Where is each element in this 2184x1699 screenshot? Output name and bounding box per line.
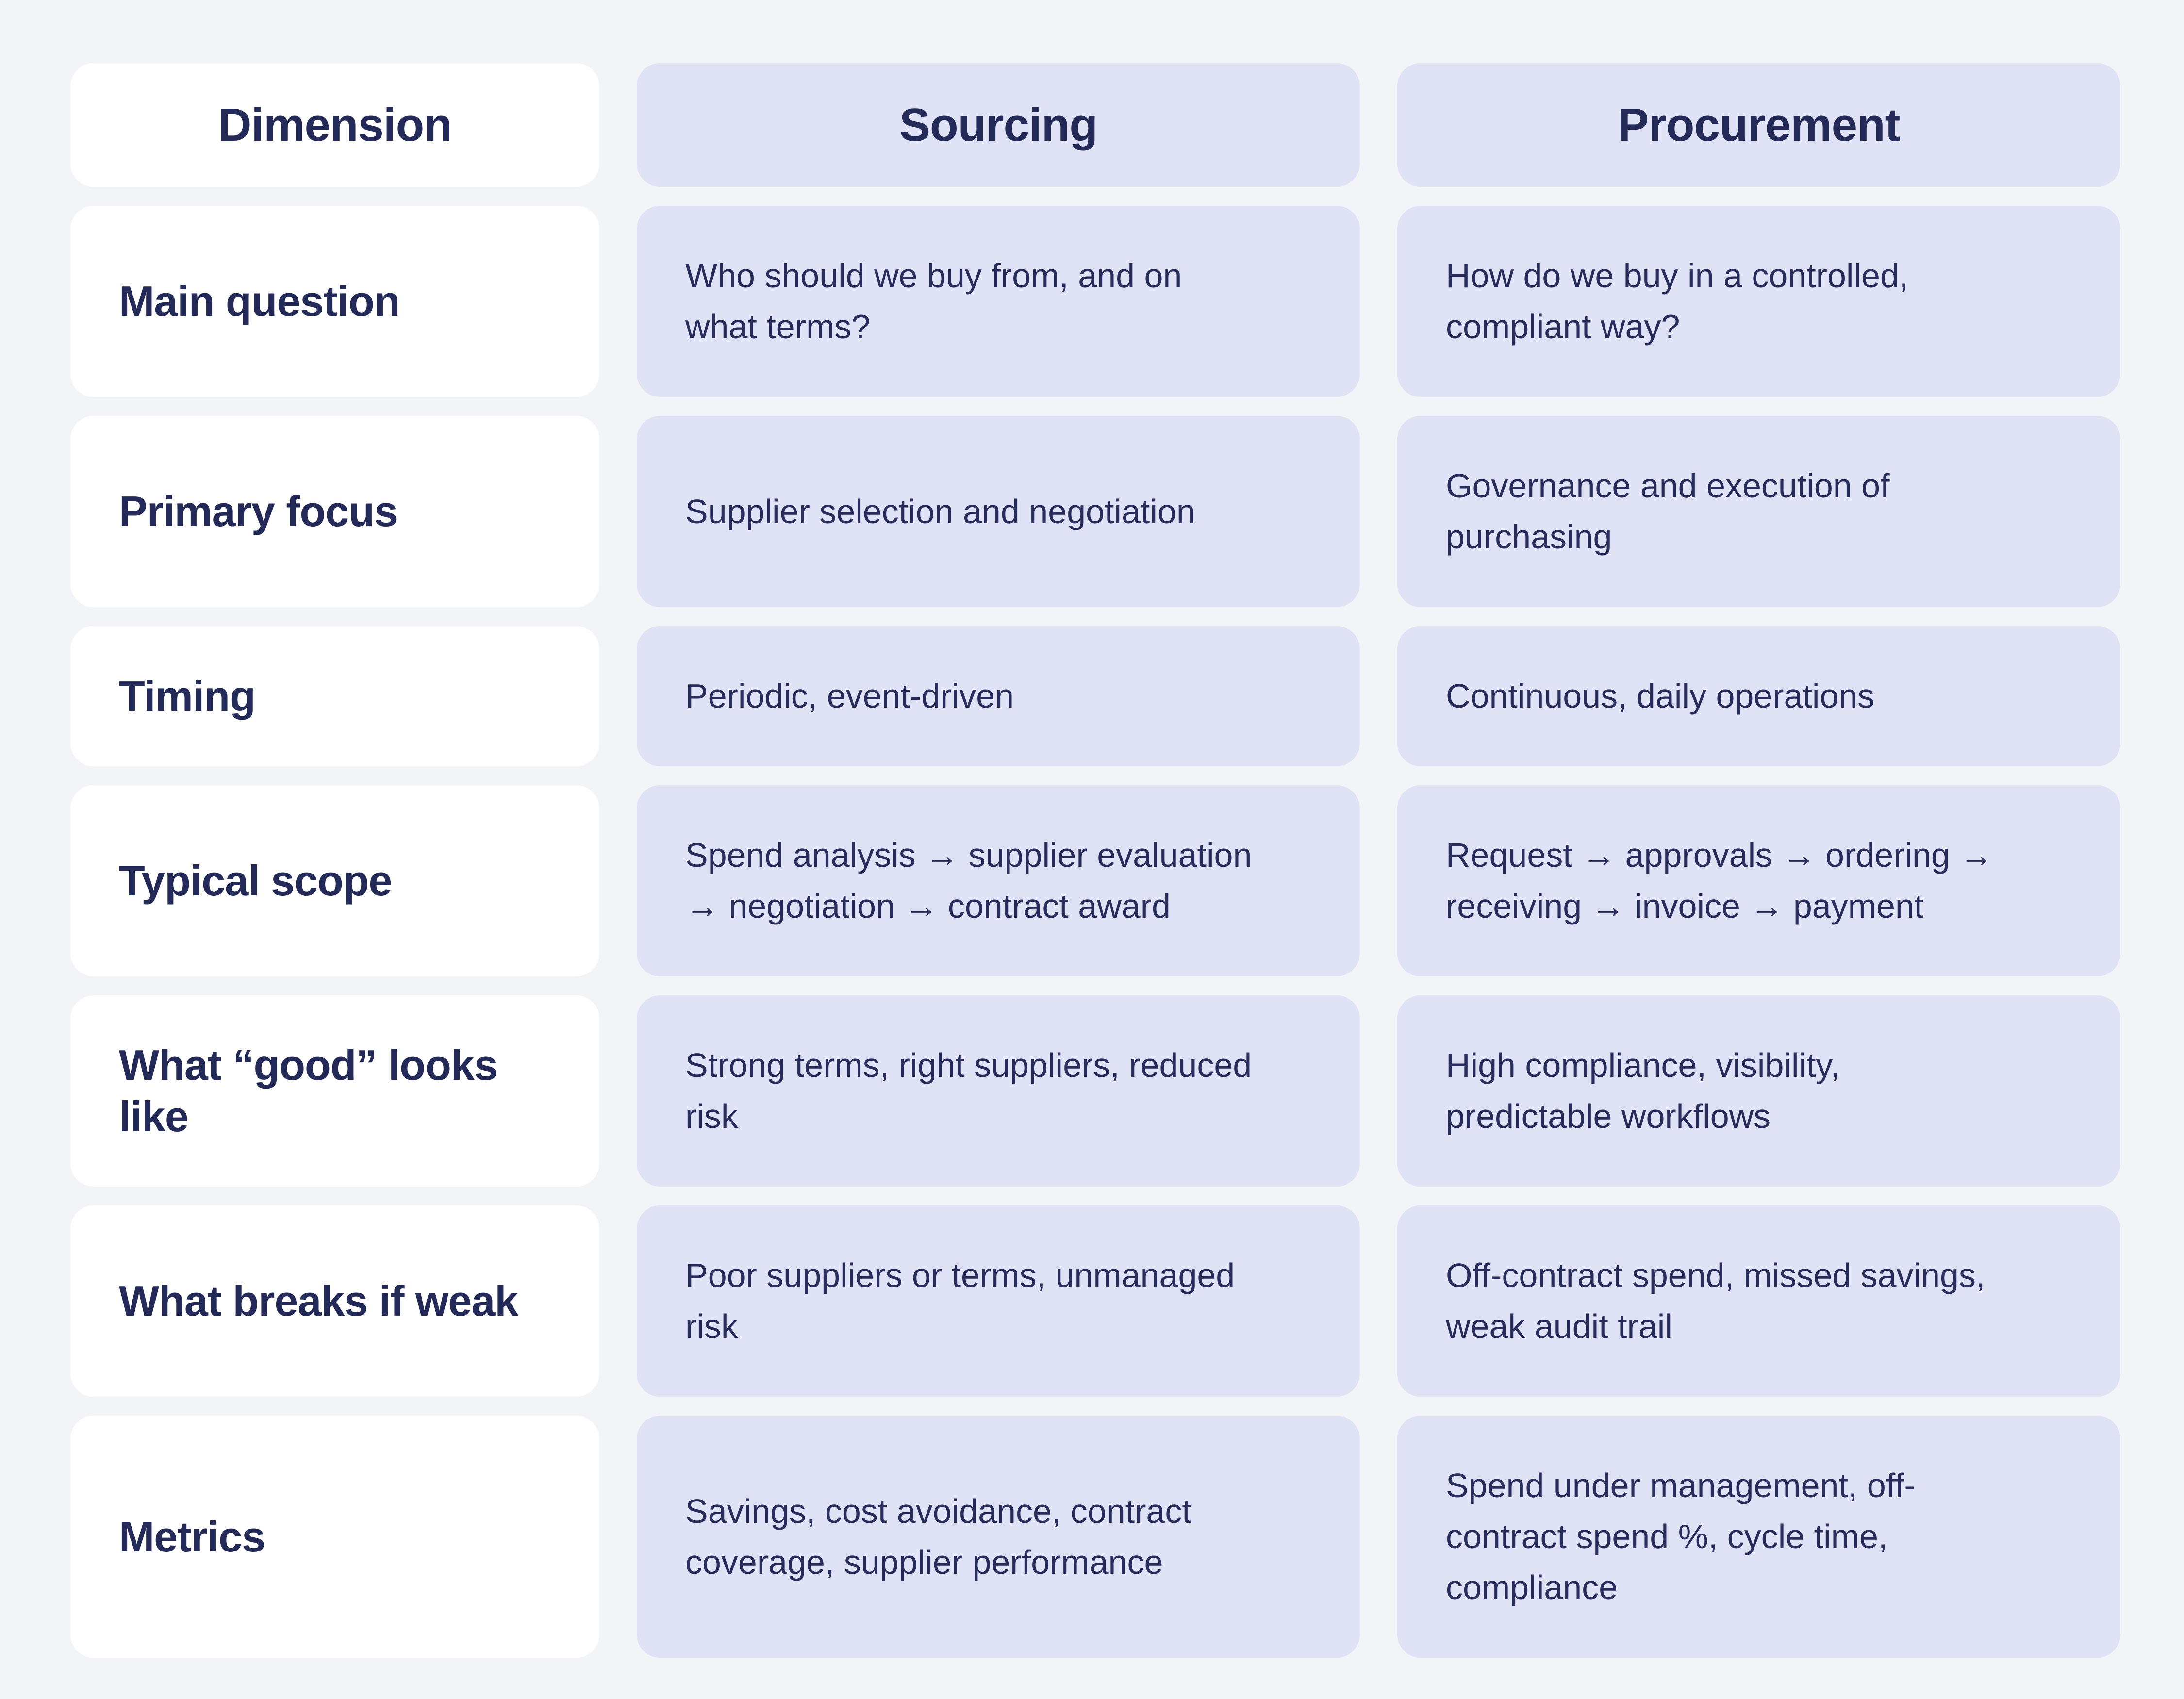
column-header-dimension-label: Dimension	[218, 99, 452, 151]
row-timing-dimension: Timing	[70, 626, 599, 766]
row-typical-scope-procurement: Request → approvals → ordering → receivi…	[1397, 785, 2120, 976]
row-main-question-dimension: Main question	[70, 206, 599, 397]
row-metrics-dimension: Metrics	[70, 1416, 599, 1658]
row-timing-sourcing: Periodic, event-driven	[637, 626, 1360, 766]
row-metrics-sourcing: Savings, cost avoidance, contract covera…	[637, 1416, 1360, 1658]
row-what-breaks-if-weak-sourcing: Poor suppliers or terms, unmanaged risk	[637, 1205, 1360, 1397]
column-header-sourcing: Sourcing	[637, 63, 1360, 187]
row-what-breaks-if-weak-procurement: Off-contract spend, missed savings, weak…	[1397, 1205, 2120, 1397]
column-header-sourcing-label: Sourcing	[899, 99, 1098, 151]
row-what-good-looks-like-procurement: High compliance, visibility, predictable…	[1397, 995, 2120, 1187]
column-header-procurement-label: Procurement	[1618, 99, 1900, 151]
row-metrics-procurement: Spend under management, off- contract sp…	[1397, 1416, 2120, 1658]
row-primary-focus-procurement: Governance and execution of purchasing	[1397, 416, 2120, 607]
row-timing-procurement: Continuous, daily operations	[1397, 626, 2120, 766]
row-typical-scope-sourcing: Spend analysis → supplier evaluation → n…	[637, 785, 1360, 976]
row-main-question-procurement: How do we buy in a controlled, compliant…	[1397, 206, 2120, 397]
row-typical-scope-dimension: Typical scope	[70, 785, 599, 976]
column-header-procurement: Procurement	[1397, 63, 2120, 187]
row-what-good-looks-like-dimension: What “good” looks like	[70, 995, 599, 1187]
row-primary-focus-sourcing: Supplier selection and negotiation	[637, 416, 1360, 607]
row-primary-focus-dimension: Primary focus	[70, 416, 599, 607]
row-what-breaks-if-weak-dimension: What breaks if weak	[70, 1205, 599, 1397]
column-header-dimension: Dimension	[70, 63, 599, 187]
row-what-good-looks-like-sourcing: Strong terms, right suppliers, reduced r…	[637, 995, 1360, 1187]
row-main-question-sourcing: Who should we buy from, and on what term…	[637, 206, 1360, 397]
